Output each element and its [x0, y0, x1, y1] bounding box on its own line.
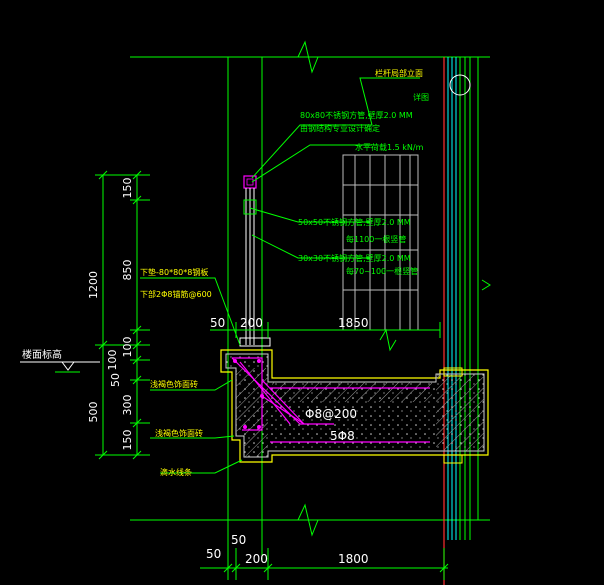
handrail-square-tube [243, 175, 257, 189]
label-load: 水平荷载1.5 kN/m [355, 142, 424, 152]
dim-top-200: 200 [240, 316, 263, 330]
left-dimension-chain [95, 170, 150, 460]
label-top-right-2: 详图 [413, 92, 429, 102]
label-handrail-2: 由钢结构专业设计确定 [300, 123, 380, 133]
label-embed-1: 下垫-80*80*8钢板 [140, 267, 208, 277]
dim-bottom-1800: 1800 [338, 552, 369, 566]
axis-bubble [449, 74, 471, 96]
label-drip: 滴水线条 [160, 467, 192, 477]
label-rebar-long: 5Φ8 [330, 429, 355, 443]
label-post-2: 每1100一根竖管 [346, 234, 406, 244]
dim-bottom-50: 50 [206, 547, 221, 561]
wall-lines [130, 40, 490, 560]
label-top-right-1: 栏杆局部立面 [375, 68, 423, 78]
label-embed-2: 下部2Φ8锚筋@600 [140, 289, 212, 299]
top-dimension-chain [210, 322, 441, 338]
dim-150-top: 150 [121, 178, 134, 199]
floor-level-marker [20, 361, 100, 373]
label-baluster-2: 每70~100一根竖管 [346, 266, 418, 276]
dim-50: 50 [109, 373, 122, 387]
label-rebar-dist: Φ8@200 [305, 407, 357, 421]
dim-100: 100 [121, 337, 134, 358]
dim-bottom-50-b: 50 [231, 533, 246, 547]
dim-top-50: 50 [210, 316, 225, 330]
dim-top-1850: 1850 [338, 316, 369, 330]
leader-lines [140, 77, 420, 474]
dim-1200: 1200 [87, 271, 100, 299]
dim-bottom-200: 200 [245, 552, 268, 566]
dim-500: 500 [87, 402, 100, 423]
label-floor-level: 楼面标高 [22, 348, 62, 361]
curtain-wall [443, 57, 491, 585]
label-concrete-2: 浅褐色饰面砖 [155, 428, 203, 438]
dim-300: 300 [121, 395, 134, 416]
label-post-1: 50x50不锈钢方管,壁厚2.0 MM [298, 217, 411, 227]
dim-150-bottom: 150 [121, 430, 134, 451]
dim-100-b: 100 [106, 350, 119, 371]
bottom-dimension-chain [200, 548, 449, 580]
label-concrete-1: 浅褐色饰面砖 [150, 379, 198, 389]
dim-850: 850 [121, 260, 134, 281]
slab-section [220, 349, 489, 464]
label-baluster-1: 30x30不锈钢方管,壁厚2.0 MM [298, 253, 411, 263]
label-handrail-1: 80x80不锈钢方管,壁厚2.0 MM [300, 110, 413, 120]
railing-section [239, 175, 271, 347]
